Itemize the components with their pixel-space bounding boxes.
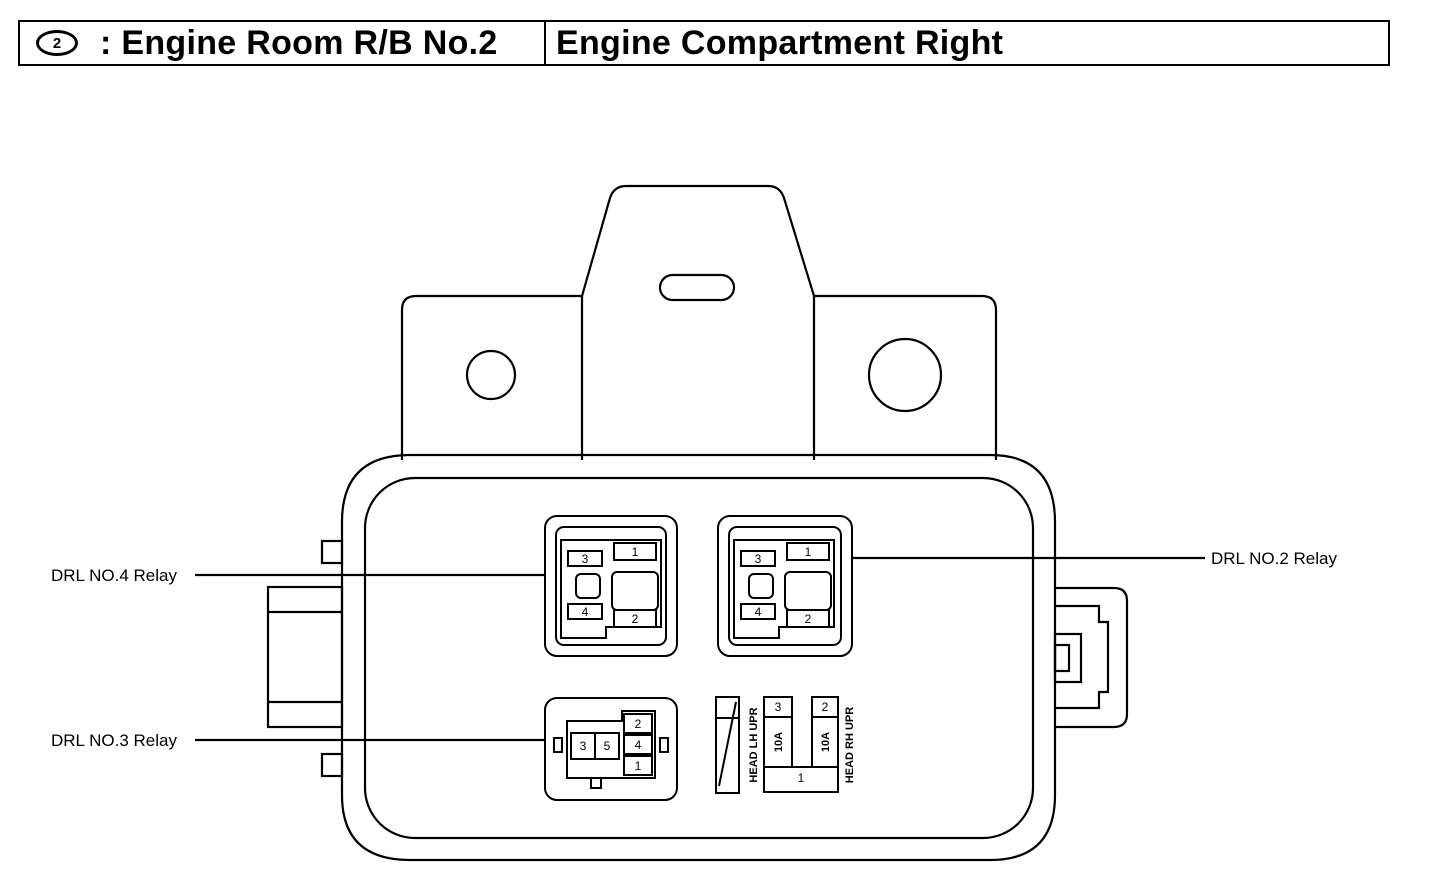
relay-block-name: : Engine Room R/B No.2: [100, 23, 498, 62]
relay2-terminal-1: [786, 542, 830, 561]
relay2-pin-4: 4: [755, 605, 762, 619]
relay2-terminal-3: [740, 550, 776, 567]
label-drl-no2-relay: DRL NO.2 Relay: [1211, 549, 1337, 568]
relay4-terminal-2: [613, 609, 657, 628]
fuse-terminal-1: 1: [798, 771, 805, 785]
header-code-cell: 2 : Engine Room R/B No.2: [20, 22, 546, 64]
relay3-pin-4: 4: [635, 738, 642, 752]
housing-tab-top-left: [320, 539, 344, 565]
fuse-block: [715, 696, 839, 794]
mounting-hole-right: [867, 337, 943, 413]
fuse-amp-lh: 10A: [773, 732, 785, 752]
relay4-terminal-4: [567, 603, 603, 620]
relay4-pin-1: 1: [632, 545, 639, 559]
fuse-terminal-2: 2: [822, 700, 829, 714]
relay-socket-drl3: [544, 697, 678, 801]
relay3-pin-1: 1: [635, 759, 642, 773]
relay4-terminal-1: [613, 542, 657, 561]
relay4-terminal-3: [567, 550, 603, 567]
mounting-bracket: [400, 184, 998, 460]
housing-inner: [363, 476, 1035, 840]
relay-socket-drl2: [717, 515, 853, 657]
fuse-terminal-frame: [763, 696, 839, 793]
fuse-spare-slot: [715, 696, 740, 794]
relay2-terminal-2: [786, 609, 830, 628]
relay2-terminal-4: [740, 603, 776, 620]
label-drl-no4-relay: DRL NO.4 Relay: [51, 566, 177, 585]
relay4-pin-3: 3: [582, 552, 589, 566]
fuse-label-head-rh-upr: HEAD RH UPR: [844, 707, 856, 783]
diagram-header: 2 : Engine Room R/B No.2 Engine Compartm…: [18, 20, 1390, 66]
housing-tab-bottom-left: [320, 752, 344, 778]
relay4-pin-4: 4: [582, 605, 589, 619]
relay2-pin-3: 3: [755, 552, 762, 566]
fuse-amp-rh: 10A: [820, 732, 832, 752]
location-badge: 2: [36, 30, 78, 56]
relay-socket-drl4: [544, 515, 678, 657]
fuse-terminal-3: 3: [775, 700, 782, 714]
side-connector-left: [266, 585, 344, 729]
relay4-pin-2: 2: [632, 612, 639, 626]
housing-outer: [340, 453, 1057, 862]
relay-block-location: Engine Compartment Right: [556, 23, 1004, 62]
relay3-pin-2: 2: [635, 717, 642, 731]
relay2-pin-2: 2: [805, 612, 812, 626]
fuse-label-head-lh-upr: HEAD LH UPR: [748, 707, 760, 782]
relay3-pin-5: 5: [604, 739, 611, 753]
relay3-pin-3: 3: [580, 739, 587, 753]
mounting-slot: [658, 273, 736, 302]
relay2-pin-1: 1: [805, 545, 812, 559]
side-latch-right: [1055, 586, 1129, 729]
label-drl-no3-relay: DRL NO.3 Relay: [51, 731, 177, 750]
mounting-hole-left: [465, 349, 517, 401]
